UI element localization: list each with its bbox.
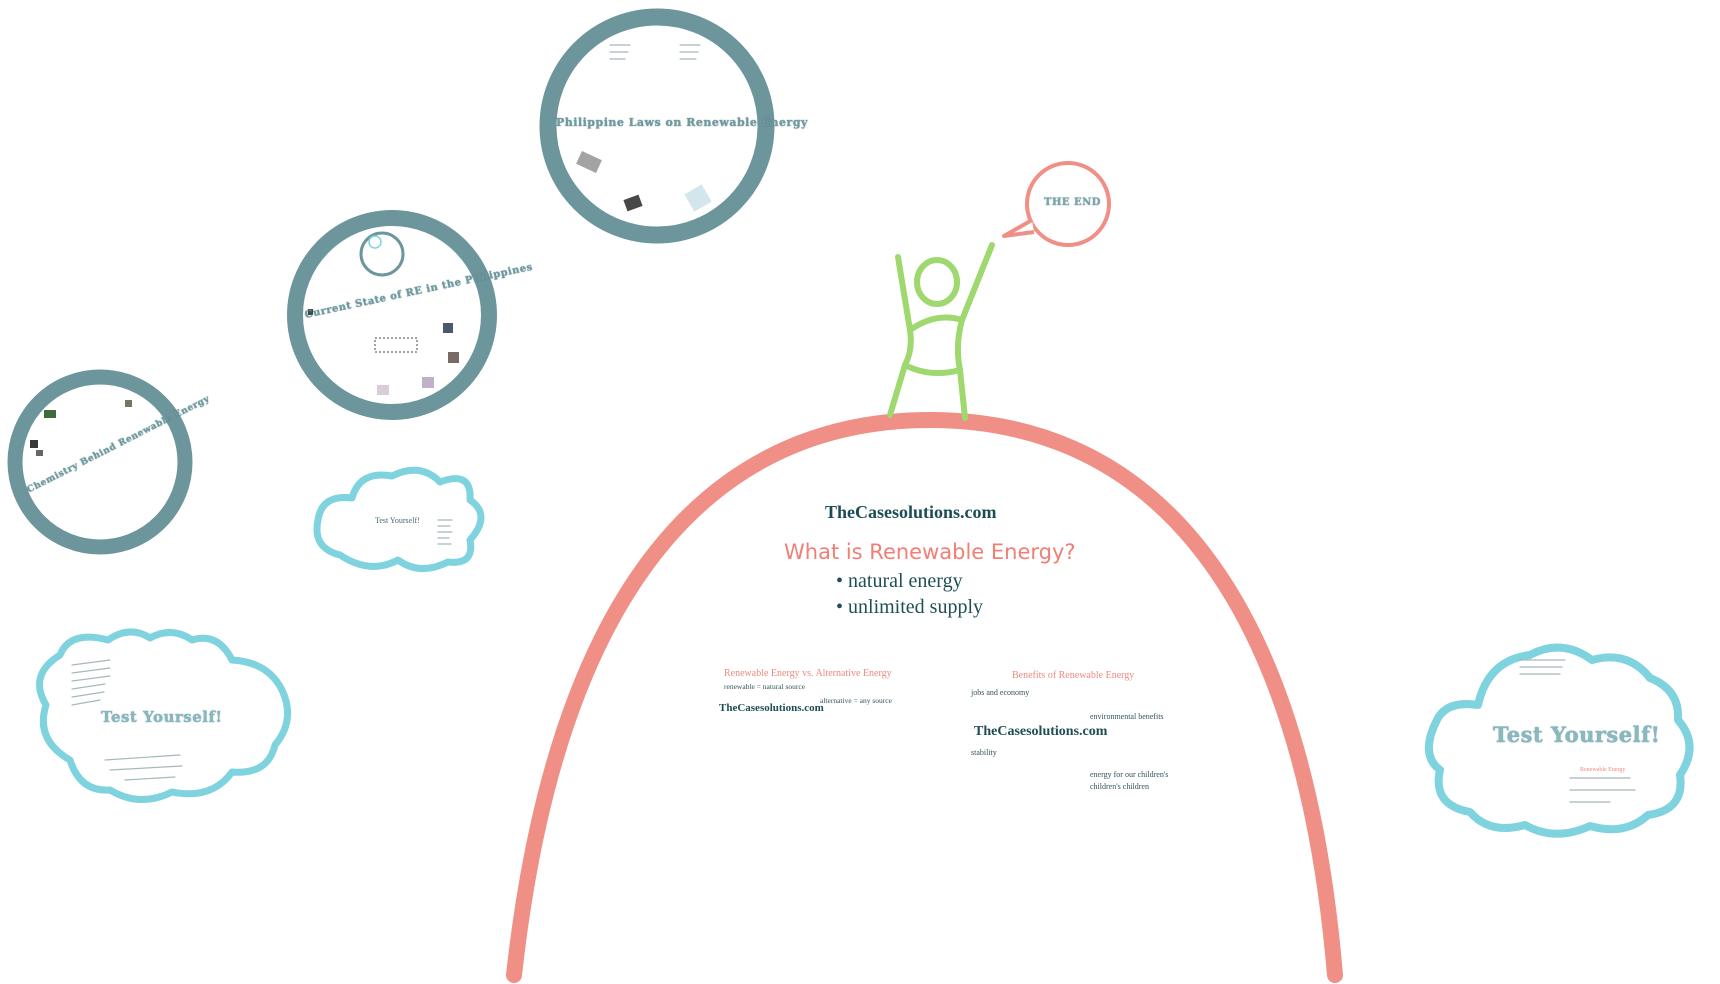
section-right-item1: jobs and economy — [971, 688, 1030, 697]
section-left-line2: alternative = any source — [820, 696, 892, 705]
faint-text-lines — [71, 44, 1636, 803]
section-right-item2: environmental benefits — [1090, 712, 1164, 721]
bullet-item: • natural energy — [836, 570, 963, 592]
main-bullet-list: • natural energy • unlimited supply — [836, 568, 983, 620]
speech-bubble-icon — [1002, 161, 1111, 247]
section-left-brand: TheCasesolutions.com — [719, 702, 824, 714]
main-heading: What is Renewable Energy? — [784, 540, 1076, 564]
mini-frame-ring — [359, 231, 405, 277]
section-right-heading: Benefits of Renewable Energy — [1012, 670, 1135, 681]
cloud-right-title[interactable]: Test Yourself! — [1493, 722, 1661, 747]
hill-arch — [506, 411, 1343, 983]
frame-ring-chemistry — [7, 369, 193, 555]
frame-ring-current-state — [287, 210, 497, 420]
section-right-brand: TheCasesolutions.com — [974, 724, 1108, 739]
bullet-item: • unlimited supply — [836, 596, 984, 618]
frame-title-philippine-laws[interactable]: Philippine Laws on Renewable Energy — [556, 116, 808, 129]
section-left-heading: Renewable Energy vs. Alternative Energy — [724, 668, 892, 679]
frame-ring-philippine-laws — [539, 8, 775, 244]
victory-figure-icon — [887, 242, 995, 421]
section-left-line1: renewable = natural source — [724, 682, 806, 691]
cloud-left-title[interactable]: Test Yourself! — [101, 708, 223, 726]
main-brand: TheCasesolutions.com — [825, 502, 997, 522]
cloud-right-subtitle: Renewable Energy — [1580, 767, 1626, 773]
cloud-left — [36, 628, 292, 804]
cloud-small-title[interactable]: Test Yourself! — [375, 516, 420, 525]
frame-thumbnails — [30, 151, 712, 456]
bullet-text: unlimited supply — [848, 596, 984, 618]
cloud-right — [1425, 643, 1694, 838]
section-right-item4b: children's children — [1090, 782, 1149, 791]
speech-bubble-text[interactable]: THE END — [1044, 197, 1101, 208]
section-right-item4a: energy for our children's — [1090, 770, 1169, 779]
bullet-text: natural energy — [848, 570, 963, 592]
section-right-item3: stability — [971, 748, 997, 757]
